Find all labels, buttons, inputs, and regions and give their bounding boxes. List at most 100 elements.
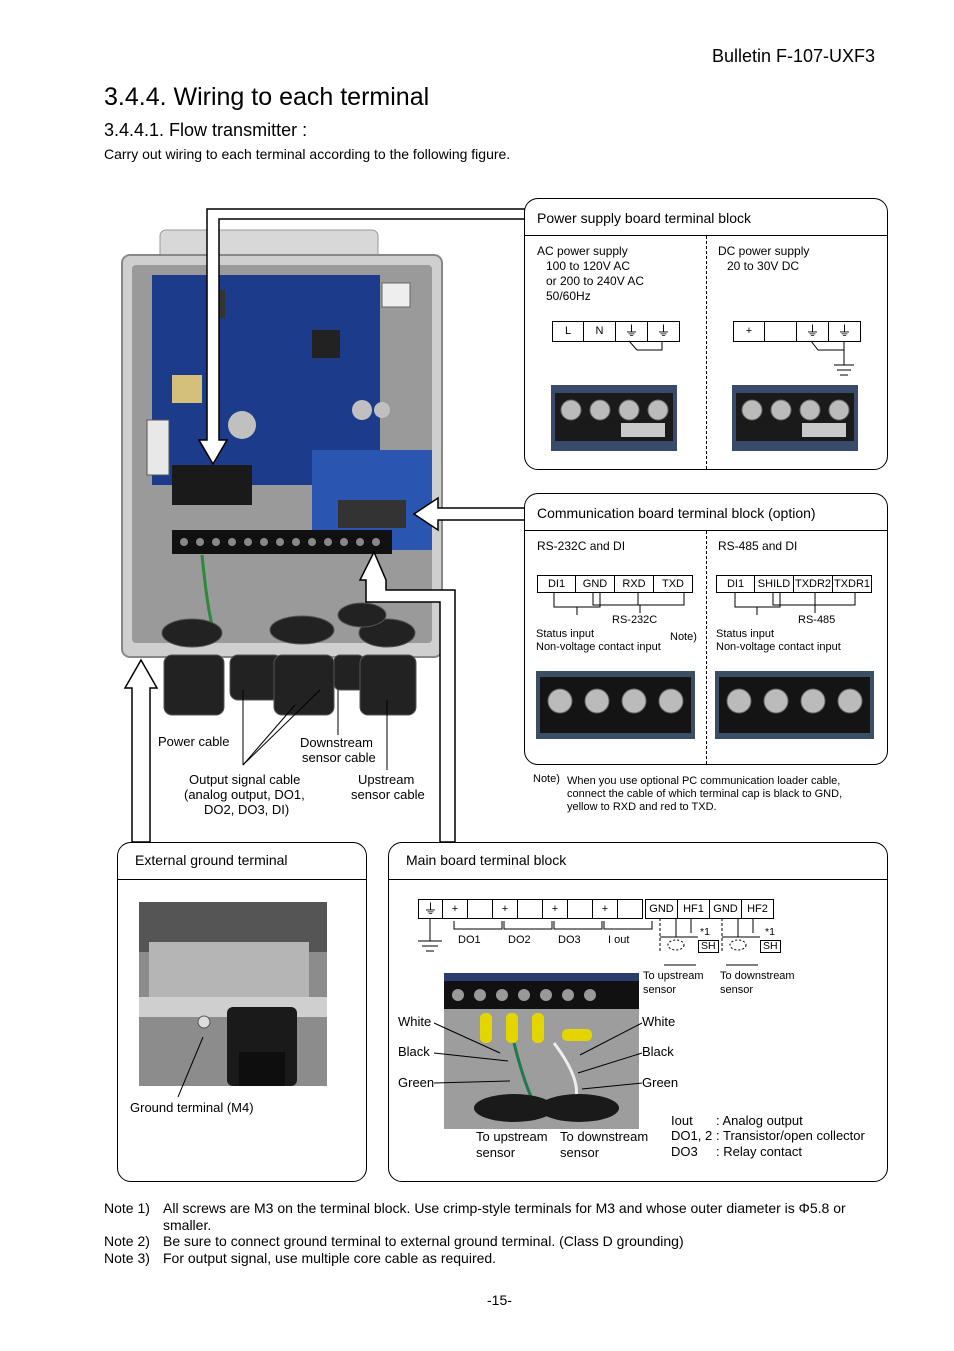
rs232-terminal-di1: DI1 bbox=[538, 576, 576, 592]
wire-green-left: Green bbox=[398, 1075, 435, 1090]
ground-icon: ⏚ bbox=[797, 322, 829, 341]
ac-terminal-l: L bbox=[553, 322, 584, 341]
group-iout: I out bbox=[608, 934, 630, 946]
power-panel-title: Power supply board terminal block bbox=[537, 210, 751, 226]
rs232-terminal-strip: DI1 GND RXD TXD bbox=[537, 575, 693, 593]
rs485-terminal-strip: DI1 SHILD TXDR2 TXDR1 bbox=[716, 575, 872, 593]
star-note-1: *1 bbox=[700, 926, 710, 938]
section-title: 3.4.4. Wiring to each terminal bbox=[104, 83, 430, 111]
rs485-terminal-di1: DI1 bbox=[717, 576, 755, 592]
legend-value-2: : Transistor/open collector bbox=[716, 1128, 865, 1143]
rs232-title: RS-232C and DI bbox=[537, 539, 626, 553]
main-wiring-lines bbox=[418, 918, 760, 966]
legend-key-2: DO1, 2 bbox=[671, 1128, 713, 1143]
photo-upstream-label-1: To upstream bbox=[476, 1129, 548, 1144]
group-do2: DO2 bbox=[508, 934, 531, 946]
transmitter-photo bbox=[121, 229, 443, 716]
main-panel-title: Main board terminal block bbox=[406, 852, 567, 868]
rs485-terminal-txdr2: TXDR2 bbox=[794, 576, 833, 592]
rs485-title: RS-485 and DI bbox=[718, 539, 798, 553]
main-terminal-plus: + bbox=[593, 900, 618, 918]
to-upstream-label-2: sensor bbox=[643, 984, 677, 996]
note-3-text: For output signal, use multiple core cab… bbox=[163, 1250, 497, 1266]
ac-label-3: or 200 to 240V AC bbox=[546, 274, 645, 288]
upstream-cable-label-2: sensor cable bbox=[351, 787, 425, 802]
dc-terminal-plus: + bbox=[734, 322, 765, 341]
dc-label-1: DC power supply bbox=[718, 244, 810, 258]
note-2-label: Note 2) bbox=[104, 1233, 150, 1249]
rs485-status-2: Non-voltage contact input bbox=[716, 641, 841, 653]
sensor-terminal-gnd: GND bbox=[710, 900, 742, 918]
ground-icon: ⏚ bbox=[837, 323, 852, 339]
rs232-status-2: Non-voltage contact input bbox=[536, 641, 661, 653]
rs232-terminal-rxd: RXD bbox=[615, 576, 654, 592]
intro-text: Carry out wiring to each terminal accord… bbox=[104, 146, 511, 162]
sensor-terminal-hf2: HF2 bbox=[747, 903, 768, 915]
wire-white-left: White bbox=[398, 1014, 432, 1029]
legend-key-3: DO3 bbox=[671, 1144, 698, 1159]
subsection-title: 3.4.4.1. Flow transmitter : bbox=[104, 120, 308, 140]
downstream-cable-label-1: Downstream bbox=[300, 735, 373, 750]
loader-note-line-1: When you use optional PC communication l… bbox=[567, 775, 841, 787]
star-note-2: *1 bbox=[765, 926, 775, 938]
rs232-terminal-txd: TXD bbox=[662, 578, 684, 590]
output-cable-label-2: (analog output, DO1, bbox=[184, 787, 305, 802]
legend-key-1: Iout bbox=[671, 1113, 693, 1128]
loader-note-line-2: connect the cable of which terminal cap … bbox=[567, 788, 843, 800]
wire-black-right: Black bbox=[642, 1044, 674, 1059]
group-do1: DO1 bbox=[458, 934, 481, 946]
to-downstream-label-1: To downstream bbox=[720, 970, 795, 982]
ground-icon: ⏚ bbox=[419, 900, 443, 918]
ground-icon: ⏚ bbox=[656, 323, 671, 339]
shield-tag-1: SH bbox=[698, 940, 719, 953]
wire-green-right: Green bbox=[642, 1075, 679, 1090]
ac-terminal-strip: L N ⏚ ⏚ bbox=[552, 321, 680, 342]
shield-tag-2: SH bbox=[760, 940, 781, 953]
sensor-terminal-strip: GND HF1 GND HF2 bbox=[645, 899, 774, 919]
sensor-terminal-hf1: HF1 bbox=[678, 900, 710, 918]
comm-panel-title: Communication board terminal block (opti… bbox=[537, 505, 816, 521]
ac-label-2: 100 to 120V AC bbox=[546, 259, 631, 273]
main-board-photo bbox=[444, 973, 639, 1129]
photo-downstream-label-2: sensor bbox=[560, 1145, 600, 1160]
ground-jumper-lines bbox=[628, 340, 854, 376]
ac-terminal-n: N bbox=[584, 322, 616, 341]
to-downstream-label-2: sensor bbox=[720, 984, 754, 996]
rs485-status-1: Status input bbox=[716, 628, 775, 640]
note-3-label: Note 3) bbox=[104, 1250, 150, 1266]
to-upstream-label-1: To upstream bbox=[643, 970, 704, 982]
main-terminal-strip: ⏚ + + + + bbox=[418, 899, 643, 919]
rs485-group-label: RS-485 bbox=[798, 614, 836, 626]
downstream-cable-label-2: sensor cable bbox=[302, 750, 376, 765]
wire-white-right: White bbox=[642, 1014, 676, 1029]
page-number: -15- bbox=[487, 1292, 512, 1308]
dc-label-2: 20 to 30V DC bbox=[727, 259, 800, 273]
main-terminal-blank bbox=[468, 900, 493, 918]
output-cable-label-3: DO2, DO3, DI) bbox=[204, 802, 290, 817]
main-terminal-blank bbox=[518, 900, 543, 918]
note-2-text: Be sure to connect ground terminal to ex… bbox=[163, 1233, 684, 1249]
dc-terminal-strip: + ⏚ ⏚ bbox=[733, 321, 861, 342]
rs232-terminal-photo bbox=[536, 671, 695, 739]
bulletin-id: Bulletin F-107-UXF3 bbox=[712, 46, 876, 66]
comm-group-brackets bbox=[553, 593, 856, 615]
legend-value-3: : Relay contact bbox=[716, 1144, 802, 1159]
loader-note-label: Note) bbox=[533, 773, 560, 785]
main-terminal-blank bbox=[618, 900, 642, 918]
upstream-cable-label-1: Upstream bbox=[358, 772, 415, 787]
ground-icon: ⏚ bbox=[616, 322, 648, 341]
rs485-terminal-txdr1: TXDR1 bbox=[833, 578, 871, 590]
dc-terminal-photo bbox=[732, 385, 858, 451]
rs232-group-label: RS-232C bbox=[612, 614, 658, 626]
rs232-terminal-gnd: GND bbox=[576, 576, 615, 592]
wire-color-leaders bbox=[433, 1022, 643, 1090]
group-do3: DO3 bbox=[558, 934, 581, 946]
sensor-terminal-gnd: GND bbox=[646, 900, 678, 918]
main-terminal-plus: + bbox=[493, 900, 518, 918]
wire-black-left: Black bbox=[398, 1044, 430, 1059]
note-1-label: Note 1) bbox=[104, 1200, 150, 1216]
main-terminal-plus: + bbox=[543, 900, 568, 918]
dc-terminal-blank bbox=[765, 322, 797, 341]
power-cable-label: Power cable bbox=[158, 734, 230, 749]
